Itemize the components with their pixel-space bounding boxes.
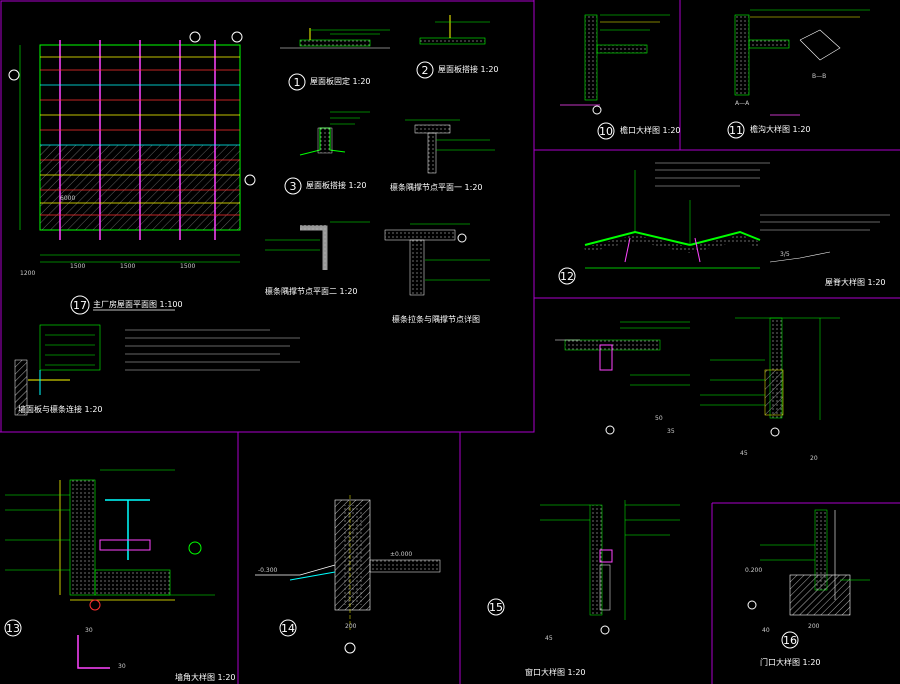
detail-14: -0.300 ±0.000 200 14 [255,495,441,654]
purlin-1-title: 檩条隅撑节点平面一 1:20 [390,182,483,192]
plan-span: 6000 [60,195,75,202]
detail-1-title: 屋面板固定 1:20 [310,76,371,86]
elev-0200: 0.200 [745,567,762,574]
dim-40: 40 [762,627,770,634]
detail-16-number: 16 [783,634,797,647]
plan-tile-size: 1200 [20,270,35,277]
purlin-detail-2: 檩条隅撑节点平面二 1:20 [265,221,370,296]
dim-35: 35 [667,428,675,435]
purlin-3-title: 檩条拉条与隅撑节点详图 [392,314,480,324]
dim-200-16: 200 [808,623,820,630]
section-a: A—A [735,100,750,107]
detail-15-title: 窗口大样图 1:20 [525,667,586,677]
dim-30b: 30 [118,663,126,670]
detail-2: 2 屋面板搭接 1:20 [416,15,499,79]
detail-2-number: 2 [422,64,429,77]
detail-14-number: 14 [281,622,295,635]
detail-17-title: 主厂房屋面平面图 1:100 [93,299,183,309]
plan-dim-1500-3: 1500 [180,263,195,270]
wall-connection-detail: 墙面板与檩条连接 1:20 [14,324,300,416]
detail-3-number: 3 [290,180,297,193]
detail-16-title: 门口大样图 1:20 [760,657,821,667]
elev-minus: -0.300 [258,567,278,574]
plan-dim-1500-2: 1500 [70,263,85,270]
detail-1: 1 屋面板固定 1:20 [280,28,390,91]
dim-45: 45 [740,450,748,457]
detail-15-number: 15 [489,601,503,614]
detail-17-number: 17 [73,299,87,312]
window-head-detail: 50 35 [555,321,690,435]
detail-10-title: 檐口大样图 1:20 [620,125,681,135]
detail-1-number: 1 [294,76,301,89]
purlin-2-title: 檩条隅撑节点平面二 1:20 [265,286,358,296]
roof-plan-17: 1500 1500 1500 1200 6000 17 主厂房屋面平面图 1:1… [8,31,256,315]
section-b: B—B [812,73,826,80]
detail-13-title: 墙角大样图 1:20 [175,672,236,682]
dim-45-15: 45 [545,635,553,642]
plan-dim-1500-1: 1500 [120,263,135,270]
detail-12-number: 12 [560,270,574,283]
dim-50: 50 [655,415,663,422]
detail-11-title: 檐沟大样图 1:20 [750,124,811,134]
elev-zero: ±0.000 [390,551,412,558]
detail-3-title: 屋面板搭接 1:20 [306,180,367,190]
detail-13: 30 30 13 墙角大样图 1:20 [4,469,236,682]
detail-10-number: 10 [599,125,613,138]
detail-10: 10 檐口大样图 1:20 [560,14,681,140]
detail-12-title: 屋脊大样图 1:20 [825,277,886,287]
window-jamb-detail: 45 20 [700,317,840,462]
wall-detail-title: 墙面板与檩条连接 1:20 [18,404,103,414]
purlin-detail-1: 檩条隅撑节点平面一 1:20 [390,119,495,192]
detail-11-number: 11 [729,124,743,137]
dim-30: 30 [85,627,93,634]
purlin-detail-3: 檩条拉条与隅撑节点详图 [384,223,490,324]
dim-20: 20 [810,455,818,462]
detail-12: 3/5 12 屋脊大样图 1:20 [558,162,890,287]
detail-3: 3 屋面板搭接 1:20 [284,111,370,195]
dim-200: 200 [345,623,357,630]
detail-2-title: 屋面板搭接 1:20 [438,64,499,74]
ridge-slope: 3/5 [780,251,790,258]
detail-11: A—A B—B 11 檐沟大样图 1:20 [727,9,870,139]
detail-13-number: 13 [6,622,20,635]
detail-15: 45 15 窗口大样图 1:20 [487,500,680,677]
detail-16: 0.200 200 40 16 门口大样图 1:20 [745,509,870,667]
